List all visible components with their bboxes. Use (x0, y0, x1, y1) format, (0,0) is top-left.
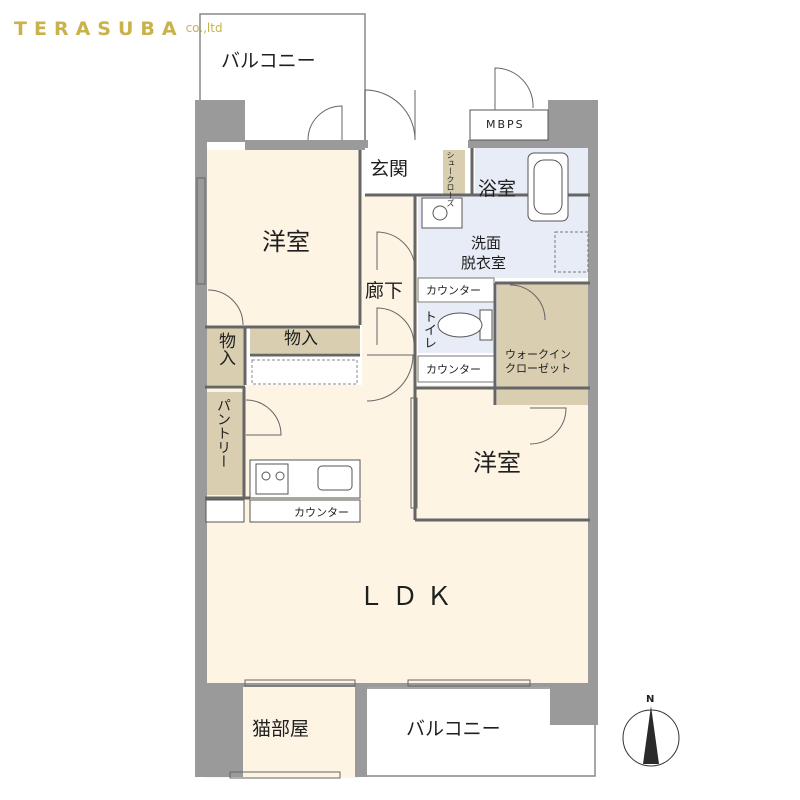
storage-dashed-area (251, 359, 358, 385)
western-room-1-label: 洋室 (262, 228, 310, 256)
washbasin (421, 197, 463, 229)
washing-machine-space (554, 231, 589, 273)
walk-in-closet-floor (497, 283, 590, 405)
exterior-walls (195, 100, 598, 777)
bathtub (527, 152, 569, 222)
walk-in-closet-label-line1: ウォークイン (505, 348, 571, 361)
pantry-label: パントリー (215, 398, 231, 468)
counter-lower-label: カウンター (426, 363, 481, 376)
walk-in-closet-label-line2: クローゼット (505, 362, 571, 375)
entrance-floor (365, 152, 445, 195)
counter-lower-box (417, 355, 495, 383)
mbps-label: MBPS (486, 118, 525, 131)
storage-wide-label: 物入 (284, 329, 318, 349)
storage-wide-floor (250, 328, 360, 353)
kitchen-counter-label: カウンター (294, 506, 349, 519)
logo-suffix: co.,ltd (185, 21, 223, 35)
hallway-floor (362, 195, 417, 390)
counter-upper-label: カウンター (426, 284, 481, 297)
toilet-fixture (437, 309, 493, 341)
pantry-floor (207, 392, 244, 495)
hallway-label: 廊下 (365, 280, 404, 302)
shoe-closet-label: シュークローズ (446, 151, 455, 207)
interior-walls (205, 148, 590, 522)
cat-room-label: 猫部屋 (252, 718, 310, 740)
balcony-bottom-label: バルコニー (406, 718, 501, 740)
doors (207, 89, 567, 445)
western-room-1-floor (205, 150, 360, 327)
toilet-label: トイレ (421, 310, 436, 349)
counter-upper-box (417, 277, 495, 303)
entrance-label: 玄関 (370, 158, 409, 180)
washroom-label-line1: 洗面 (471, 234, 502, 252)
western-room-2-floor (417, 388, 590, 520)
washroom-label-line2: 脱衣室 (461, 254, 507, 272)
storage-small-floor (207, 328, 245, 385)
logo-brand: TERASUBA (14, 18, 184, 40)
mbps-box (469, 109, 549, 141)
balcony-top-label: バルコニー (221, 50, 316, 72)
balcony-top (199, 13, 366, 140)
storage-small-label: 物入 (215, 332, 235, 366)
shoe-closet-floor (443, 150, 465, 194)
kitchen-unit (205, 459, 361, 523)
windows (196, 177, 531, 779)
compass-north-label: N (646, 694, 655, 705)
ldk-label: ＬＤＫ (358, 582, 461, 612)
western-room-2-label: 洋室 (473, 449, 521, 477)
bath-label: 浴室 (478, 178, 517, 200)
compass-arrow-icon (622, 706, 680, 767)
